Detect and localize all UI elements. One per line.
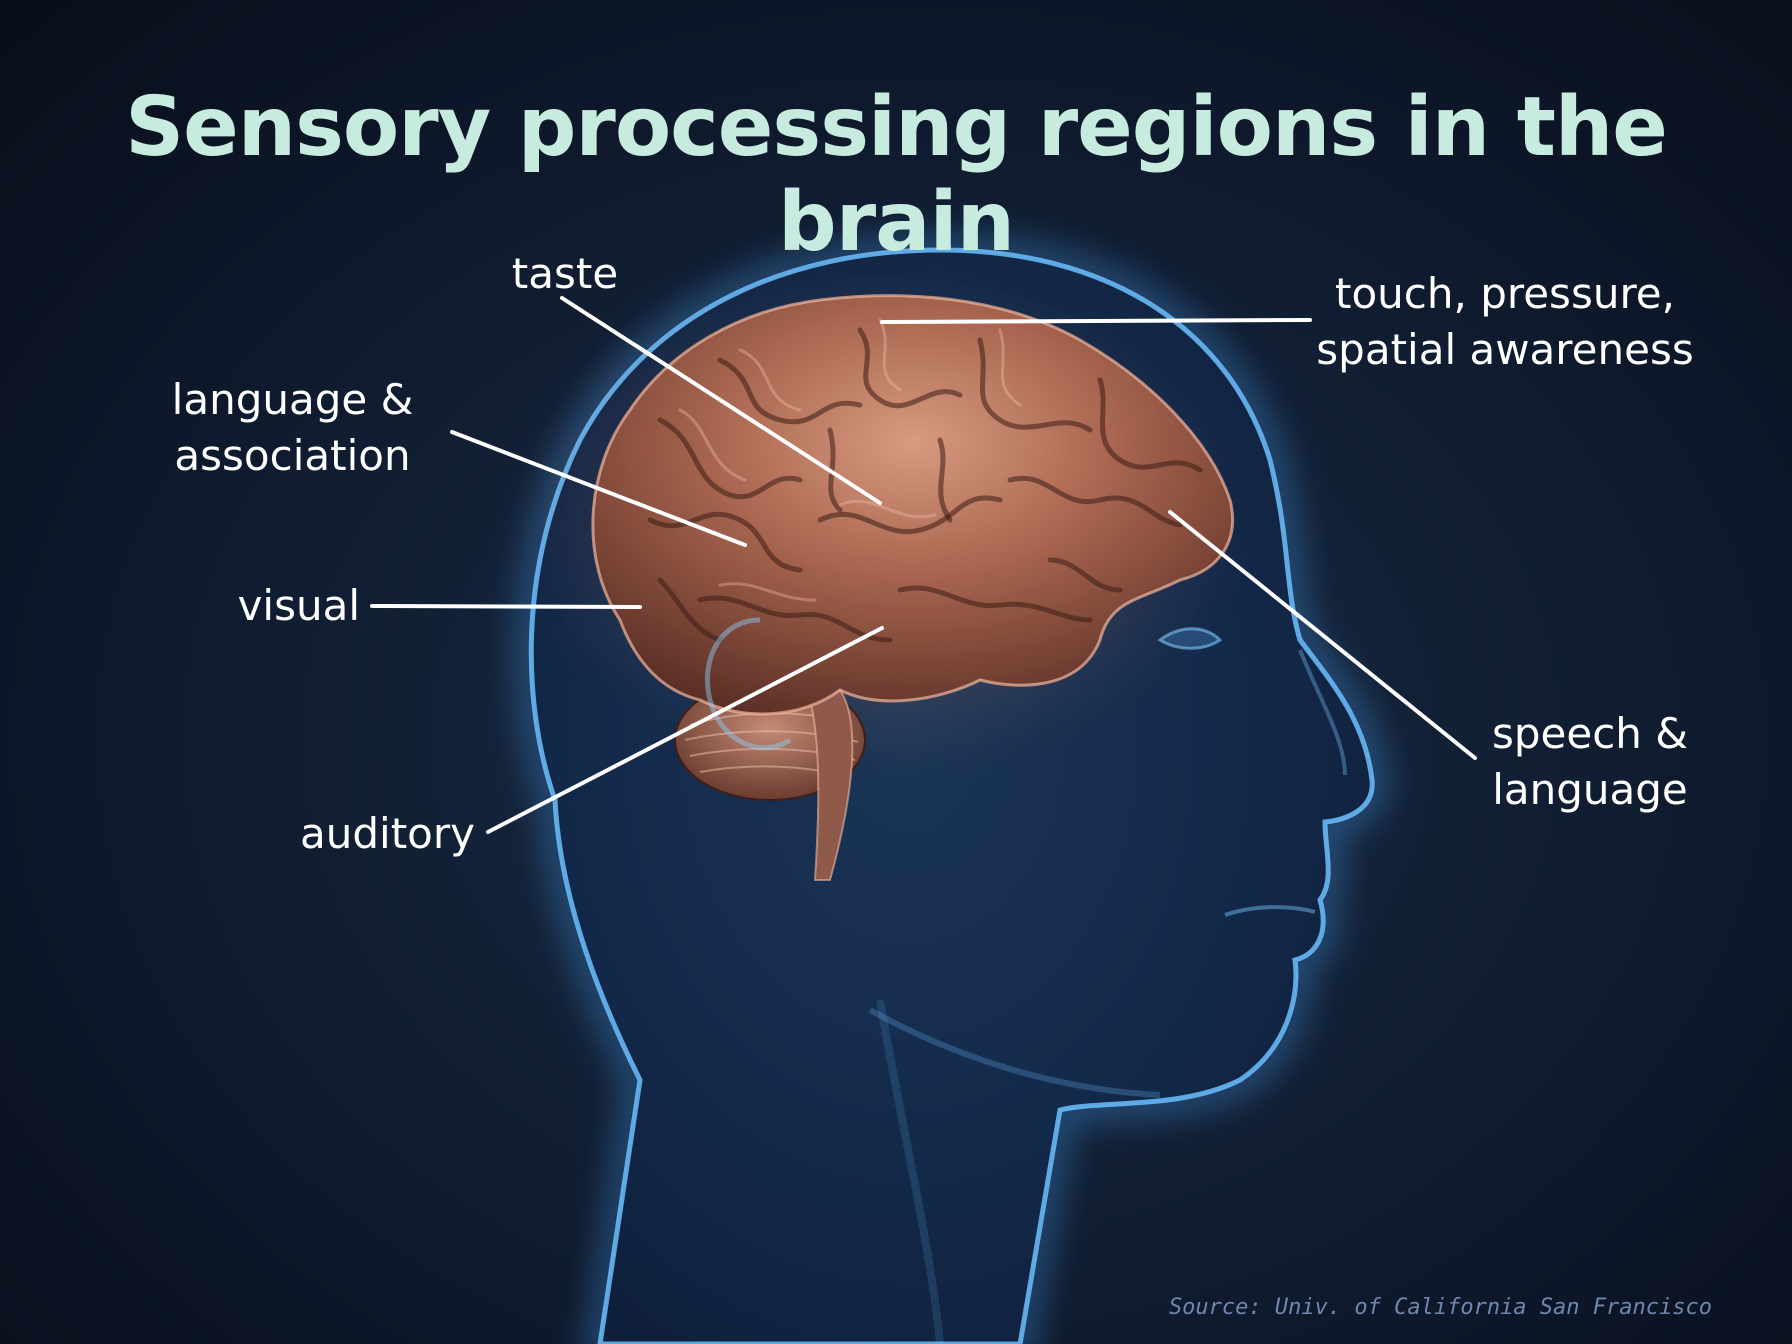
- leader-line-taste: [560, 296, 882, 505]
- label-touch-line2: spatial awareness: [1316, 325, 1694, 374]
- brain-highlights: [678, 318, 1022, 602]
- label-auditory-text: auditory: [300, 809, 475, 858]
- label-touch-line1: touch, pressure,: [1335, 269, 1675, 318]
- page-title: Sensory processing regions in the brain: [125, 80, 1668, 270]
- source-citation: Source: Univ. of California San Francisc…: [1168, 1295, 1712, 1320]
- leader-line-visual: [370, 604, 642, 609]
- ear: [704, 617, 792, 751]
- brainstem: [808, 688, 854, 881]
- leader-lines: [370, 296, 1477, 834]
- label-taste-text: taste: [511, 249, 619, 298]
- brain-gyri: [647, 327, 1203, 643]
- neck-contour: [876, 999, 944, 1344]
- label-visual-text: visual: [237, 581, 360, 630]
- leader-line-language: [450, 430, 747, 547]
- leader-line-auditory: [486, 626, 884, 834]
- label-speech-language: speech & language: [1480, 706, 1700, 818]
- label-language-line2: association: [174, 431, 411, 480]
- label-taste: taste: [490, 246, 640, 302]
- label-language-association: language & association: [160, 372, 425, 484]
- label-speech-line1: speech &: [1491, 709, 1689, 758]
- label-auditory: auditory: [265, 806, 475, 862]
- label-language-line1: language &: [171, 375, 414, 424]
- jaw-contour: [868, 1007, 1161, 1098]
- leader-line-speech: [1168, 510, 1477, 760]
- label-touch: touch, pressure, spatial awareness: [1310, 266, 1700, 378]
- label-visual: visual: [200, 578, 360, 634]
- leader-line-touch: [880, 318, 1312, 324]
- mouth: [1224, 905, 1316, 917]
- nose-contour: [1298, 649, 1347, 776]
- label-speech-line2: language: [1492, 765, 1688, 814]
